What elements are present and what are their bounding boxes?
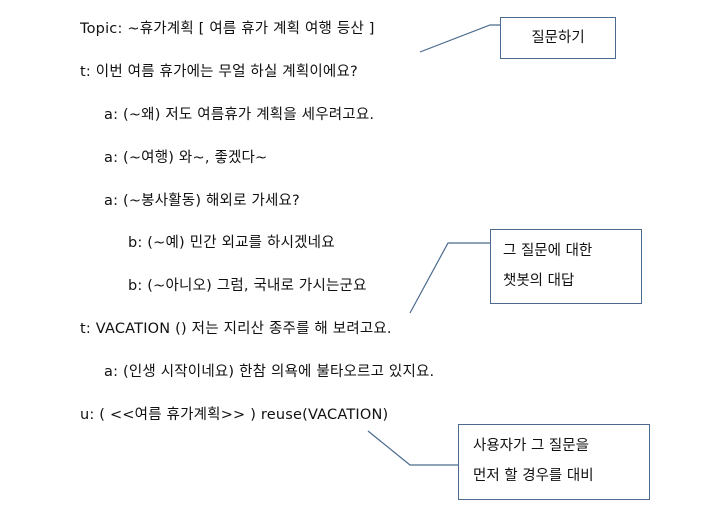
callout-user-first: 사용자가 그 질문을 먼저 할 경우를 대비: [458, 424, 650, 500]
callout-chatbot-answer-line2: 챗봇의 대답: [503, 273, 575, 289]
callout-question-text: 질문하기: [531, 30, 585, 46]
callout-chatbot-answer-line1: 그 질문에 대한: [503, 243, 593, 259]
connector-question: [419, 24, 502, 53]
connector-chatbot-answer: [409, 242, 490, 314]
answer-why-line: a: (~왜) 저도 여름휴가 계획을 세우려고요.: [104, 107, 375, 123]
callout-user-first-line1: 사용자가 그 질문을: [473, 438, 589, 454]
connector-user-first: [367, 430, 458, 466]
answer-travel-line: a: (~여행) 와~, 좋겠다~: [104, 150, 268, 166]
branch-no-line: b: (~아니오) 그럼, 국내로 가시는군요: [128, 278, 367, 294]
teacher-question-line: t: 이번 여름 휴가에는 무얼 하실 계획이에요?: [80, 64, 358, 80]
user-reuse-line: u: ( <<여름 휴가계획>> ) reuse(VACATION): [80, 407, 389, 423]
answer-life-start-line: a: (인생 시작이네요) 한참 의욕에 불타오르고 있지요.: [104, 364, 435, 380]
answer-volunteer-line: a: (~봉사활동) 해외로 가세요?: [104, 193, 300, 209]
callout-chatbot-answer: 그 질문에 대한 챗봇의 대답: [490, 229, 642, 304]
topic-line: Topic: ~휴가계획 [ 여름 휴가 계획 여행 등산 ]: [80, 21, 375, 37]
callout-user-first-line2: 먼저 할 경우를 대비: [473, 468, 594, 484]
callout-question: 질문하기: [500, 17, 616, 59]
branch-yes-line: b: (~예) 민간 외교를 하시겠네요: [128, 235, 335, 251]
teacher-vacation-line: t: VACATION () 저는 지리산 종주를 해 보려고요.: [80, 321, 392, 337]
